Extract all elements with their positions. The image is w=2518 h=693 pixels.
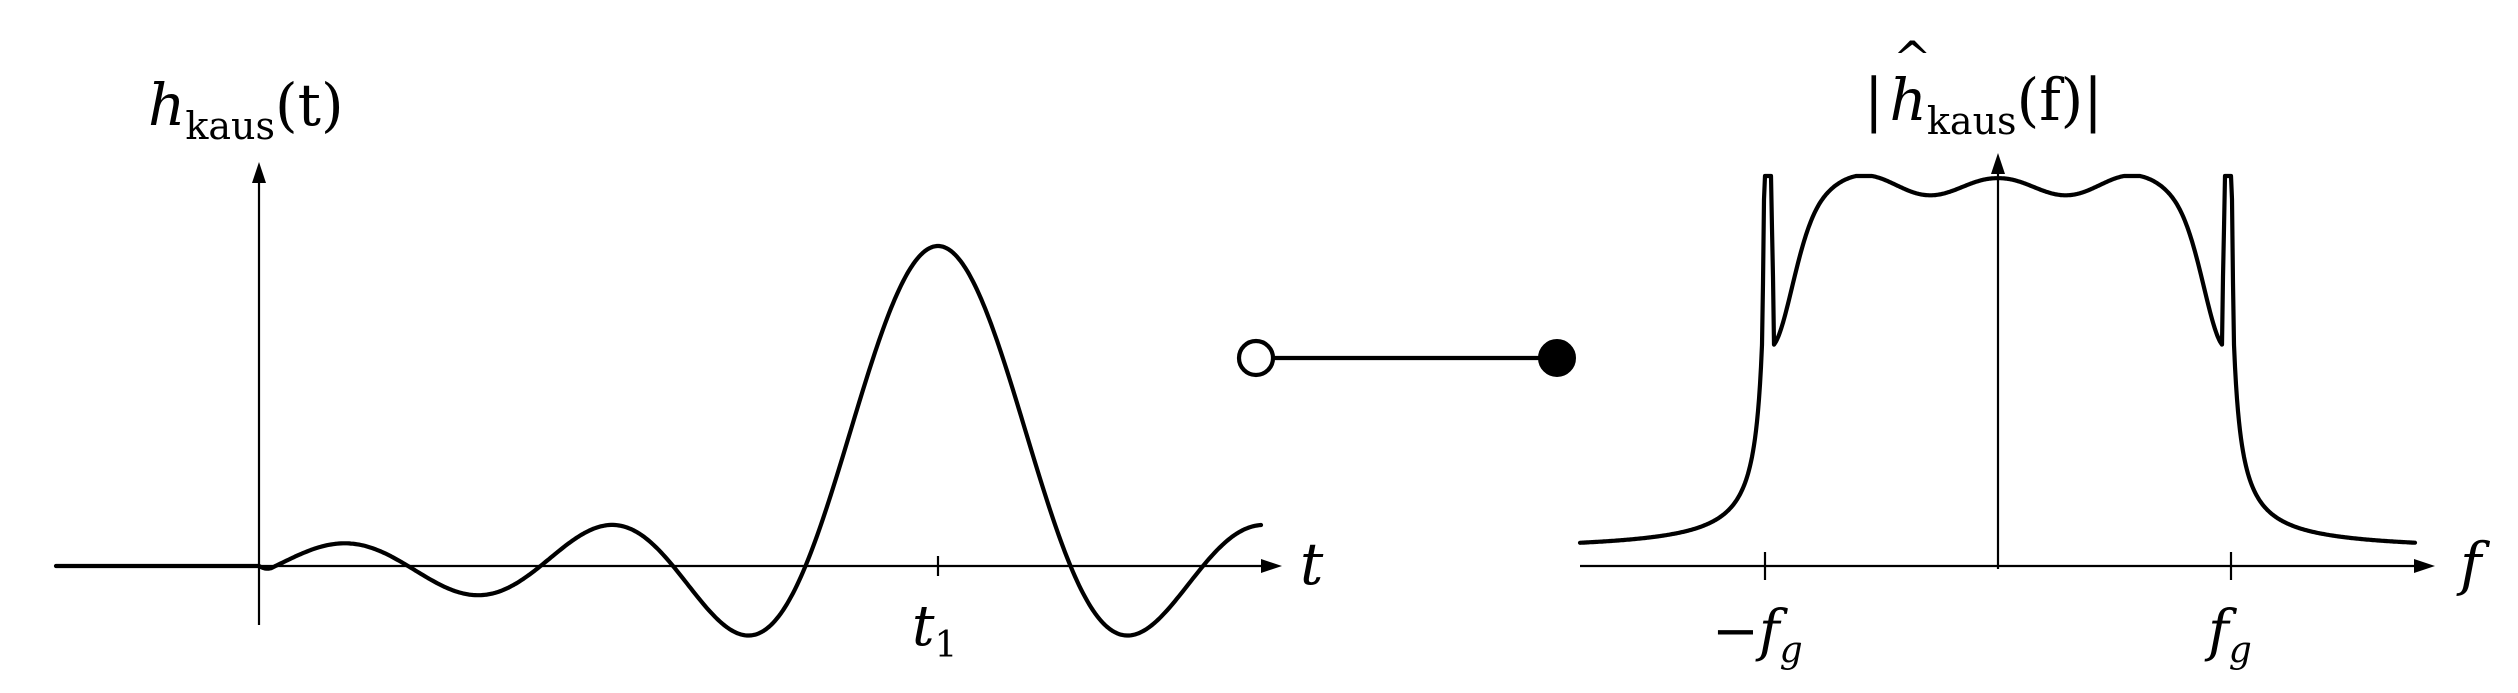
fg-tick-label: fg (2204, 599, 2252, 671)
open-circle-marker (1236, 338, 1276, 378)
left-x-label: t (1300, 530, 1324, 598)
hat-accent: ^ (1893, 31, 1932, 85)
right-x-label: f (2456, 530, 2491, 598)
magnitude-spectrum-curve (1577, 173, 2418, 545)
right-plot: |hkaus(f)| ^ f −fg fg (1577, 31, 2491, 671)
left-y-label: hkaus(t) (148, 71, 344, 148)
left-x-axis-arrowhead (1261, 559, 1282, 573)
fourier-correspondence-connector (1236, 338, 1576, 378)
left-y-axis-arrowhead (252, 162, 266, 183)
minus-fg-tick-label: −fg (1712, 599, 1803, 671)
right-y-label: |hkaus(f)| (1864, 66, 2103, 143)
right-y-axis-arrowhead (1991, 153, 2005, 174)
left-plot: hkaus(t) t t1 (53, 71, 1324, 666)
impulse-response-curve (53, 243, 1264, 638)
t1-tick-label: t1 (912, 594, 957, 666)
filled-circle-marker (1538, 339, 1576, 377)
right-x-axis-arrowhead (2414, 559, 2435, 573)
